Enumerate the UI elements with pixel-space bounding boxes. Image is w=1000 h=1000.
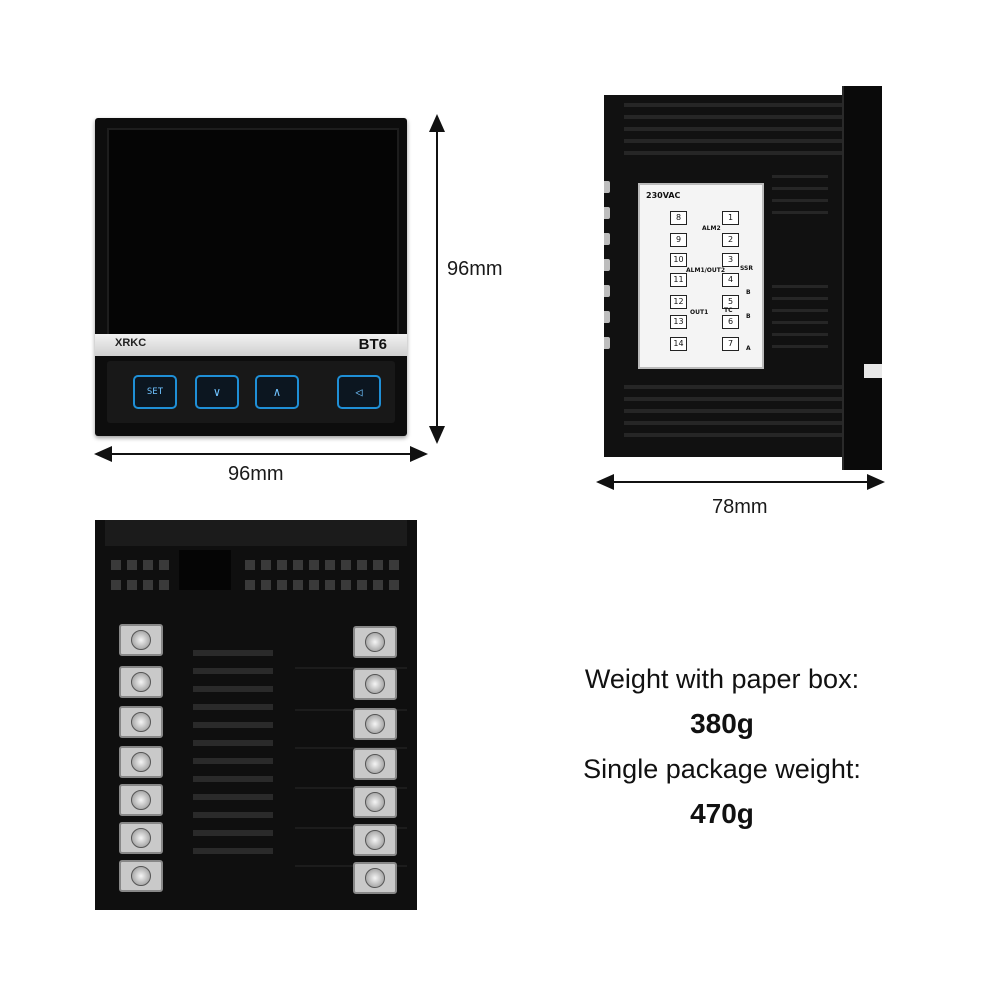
rear-terminal-right [353,748,397,780]
rear-terminal-right [353,824,397,856]
wiring-annotation: OUT1 [690,309,709,316]
paper-box-weight-value: 380g [690,708,754,739]
side-vent-pattern [604,103,844,437]
terminal-number: 9 [670,233,687,247]
front-height-label: 96mm [447,258,503,280]
up-arrow-icon: ∧ [273,385,281,399]
shift-key: ◁ [337,375,381,409]
terminal-number: 1 [722,211,739,225]
single-package-weight-label: Single package weight: [583,754,861,784]
model-label: BT6 [358,336,387,353]
terminal-number: 7 [722,337,739,351]
single-package-weight-value: 470g [690,798,754,829]
down-arrow-icon: ∨ [213,385,221,399]
up-key: ∧ [255,375,299,409]
terminal-number: 2 [722,233,739,247]
terminal-number: 11 [670,273,687,287]
wiring-annotation: B [746,289,751,296]
terminal-number: 14 [670,337,687,351]
terminal-number: 6 [722,315,739,329]
side-front-bezel [842,86,882,470]
rear-terminal-left [119,822,163,854]
set-key-label: SET [146,387,164,397]
rear-terminal-left [119,860,163,892]
rear-vent-pattern [105,520,407,867]
terminal-number: 8 [670,211,687,225]
rear-terminal-right [353,708,397,740]
brand-label: XRKC [115,337,147,349]
set-key: SET [133,375,177,409]
terminal-number: 13 [670,315,687,329]
display-screen [107,128,399,337]
shift-arrow-icon: ◁ [355,385,363,399]
wiring-annotation: A [746,345,751,352]
wiring-annotation: TC [724,307,733,314]
terminal-number: 12 [670,295,687,309]
controller-rear-view [95,520,417,910]
terminal-number: 10 [670,253,687,267]
wiring-label: 230VAC 8 9 10 11 12 13 14 1 2 3 4 5 6 7 … [638,183,764,369]
side-depth-label: 78mm [712,496,768,518]
rear-terminal-right [353,626,397,658]
bezel-white-strip [864,364,882,378]
terminal-number: 3 [722,253,739,267]
rear-terminal-right [353,668,397,700]
keypad: SET ∨ ∧ ◁ [107,361,395,423]
brand-strip: XRKC BT6 [95,334,407,356]
rear-terminal-right [353,862,397,894]
wiring-annotation: SSR [740,265,753,272]
rear-terminal-left [119,624,163,656]
wiring-annotation: B [746,313,751,320]
rear-terminal-left [119,706,163,738]
front-width-label: 96mm [228,463,284,485]
wiring-label-title: 230VAC [646,191,681,200]
rear-terminal-left [119,746,163,778]
wiring-annotation: ALM1/OUT2 [686,267,726,274]
rear-terminal-left [119,784,163,816]
rear-terminal-left [119,666,163,698]
wiring-annotation: ALM2 [702,225,721,232]
terminal-number: 5 [722,295,739,309]
paper-box-weight-label: Weight with paper box: [584,664,860,694]
controller-front-view: XRKC BT6 SET ∨ ∧ ◁ [95,118,407,436]
terminal-number: 4 [722,273,739,287]
rear-terminal-right [353,786,397,818]
down-key: ∨ [195,375,239,409]
